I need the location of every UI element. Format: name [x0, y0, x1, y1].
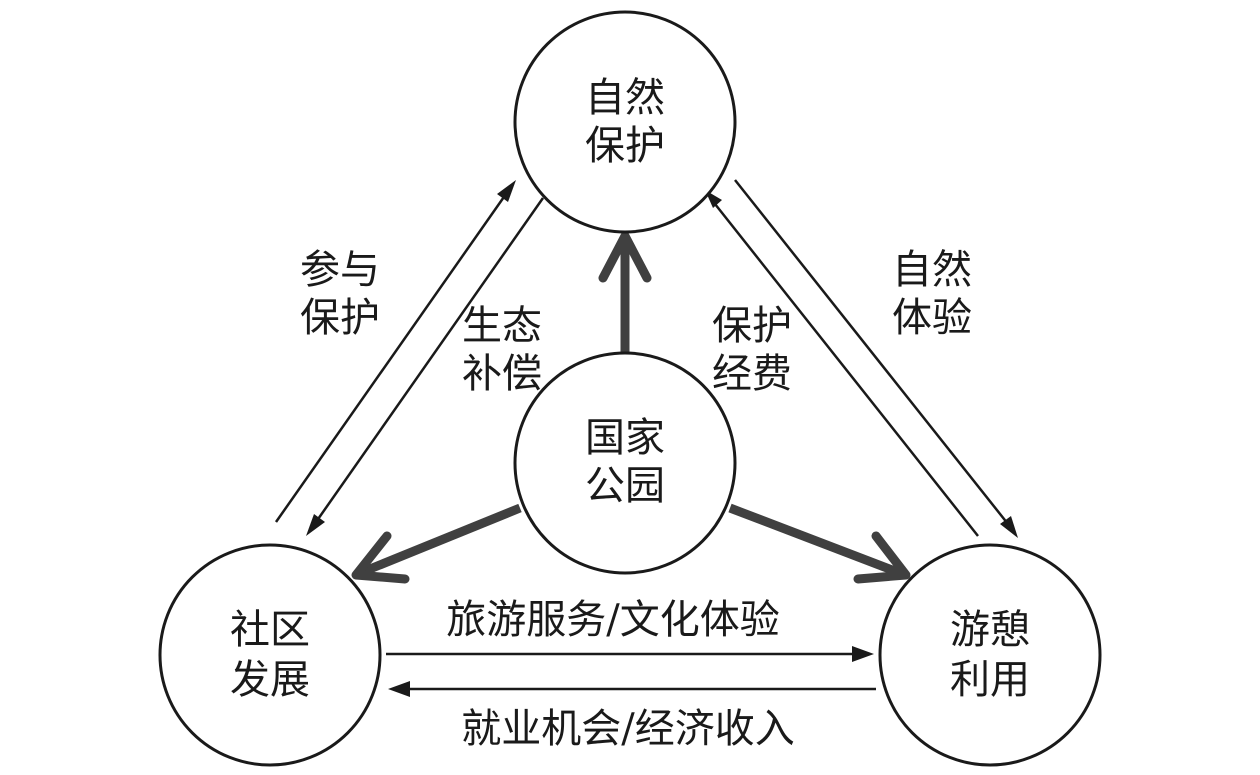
node-community-development-line2: 发展: [230, 657, 310, 703]
node-recreation-use: 游憩 利用: [878, 543, 1102, 767]
thick-arrow-to-community: [351, 503, 522, 584]
arrow-nature-to-recreation: [734, 179, 1018, 538]
label-nature-experience-line1: 自然: [892, 247, 972, 293]
label-protection-funds-line2: 经费: [712, 351, 792, 397]
label-nature-experience-line2: 体验: [892, 295, 972, 341]
node-nature-protection: 自然 保护: [513, 10, 737, 234]
node-recreation-use-line1: 游憩: [950, 607, 1030, 653]
arrow-nature-to-community: [306, 197, 545, 536]
arrow-community-to-recreation: [386, 646, 874, 662]
node-nature-protection-line2: 保护: [585, 123, 665, 169]
label-participate-protect-line2: 保护: [300, 295, 380, 341]
label-eco-compensation-line1: 生态: [462, 303, 542, 349]
node-national-park-line2: 公园: [585, 463, 665, 509]
label-protection-funds-line1: 保护: [712, 303, 792, 349]
arrow-recreation-to-community: [388, 681, 876, 697]
node-nature-protection-line1: 自然: [585, 75, 665, 121]
label-participate-protect-line1: 参与: [300, 247, 380, 293]
node-national-park-line1: 国家: [585, 415, 665, 461]
node-community-development-line1: 社区: [230, 607, 310, 653]
label-employment-income: 就业机会/经济收入: [461, 706, 794, 752]
arrow-community-to-nature: [274, 180, 516, 523]
label-eco-compensation-line2: 补偿: [462, 351, 542, 397]
label-tourism-services: 旅游服务/文化体验: [446, 597, 779, 643]
node-national-park: 国家 公园: [513, 351, 737, 575]
thick-arrow-to-nature: [598, 231, 652, 356]
node-community-development: 社区 发展: [158, 543, 382, 767]
node-recreation-use-line2: 利用: [950, 657, 1030, 703]
thick-arrow-to-recreation: [728, 503, 911, 584]
